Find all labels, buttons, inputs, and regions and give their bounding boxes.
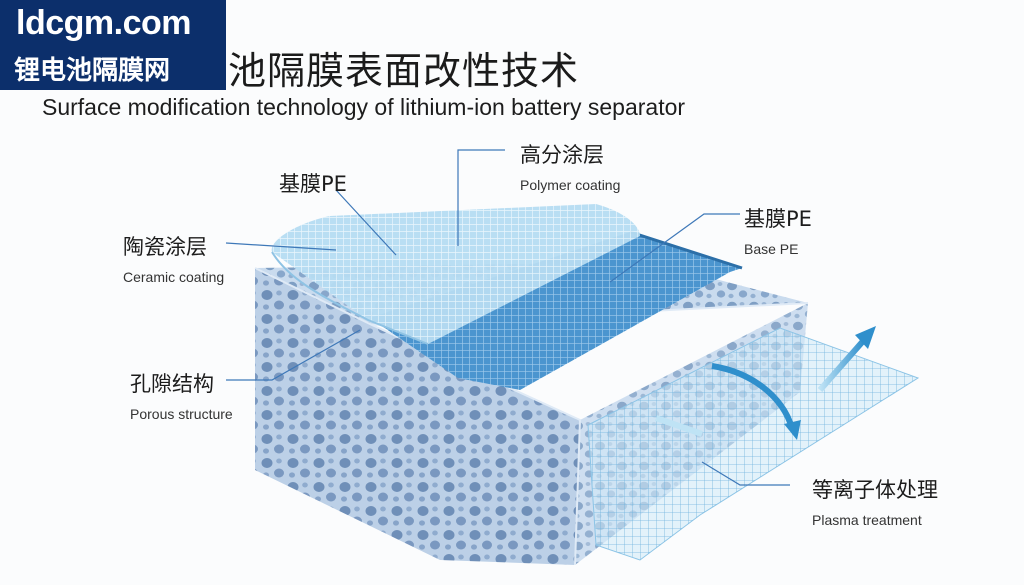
plasma-arrow-curve — [711, 363, 795, 429]
porous-block-side-left — [255, 268, 580, 565]
leader-base-pe-top — [335, 189, 397, 256]
leader-polymer — [457, 149, 505, 246]
label-polymer-cn: 高分涂层 — [520, 143, 604, 167]
label-base-pe-right-en: Base PE — [744, 241, 799, 257]
label-ceramic: 陶瓷涂层 Ceramic coating — [123, 231, 224, 285]
label-base-pe-top-cn: 基膜PE — [279, 172, 347, 196]
leader-ceramic — [225, 242, 337, 251]
leader-base-pe-right — [609, 213, 740, 283]
watermark-name: 锂电池隔膜网 — [14, 56, 171, 86]
label-ceramic-en: Ceramic coating — [123, 269, 225, 285]
leader-porous — [226, 329, 361, 381]
label-plasma-en: Plasma treatment — [812, 512, 922, 528]
plasma-arrow-up — [817, 338, 867, 392]
leader-plasma — [701, 461, 790, 486]
label-polymer: 高分涂层 Polymer coating — [520, 139, 620, 193]
label-base-pe-right: 基膜PE Base PE — [744, 203, 812, 257]
title-cn: 池隔膜表面改性技术 — [228, 49, 580, 93]
label-base-pe-right-cn: 基膜PE — [744, 207, 812, 231]
label-polymer-en: Polymer coating — [520, 177, 621, 193]
plasma-sheet — [587, 327, 920, 561]
base-pe-layer — [370, 232, 742, 390]
plasma-arrow-flow — [655, 415, 703, 437]
label-porous-en: Porous structure — [130, 406, 233, 422]
label-plasma: 等离子体处理 Plasma treatment — [812, 474, 938, 528]
label-ceramic-cn: 陶瓷涂层 — [123, 235, 207, 259]
label-porous: 孔隙结构 Porous structure — [130, 368, 233, 422]
polymer-coating-layer — [271, 204, 640, 344]
label-base-pe-top: 基膜PE — [279, 168, 347, 198]
site-watermark: ldcgm.com 锂电池隔膜网 — [0, 0, 226, 90]
title-en: Surface modification technology of lithi… — [42, 94, 686, 120]
watermark-site: ldcgm.com — [16, 4, 191, 42]
label-porous-cn: 孔隙结构 — [130, 372, 214, 396]
label-plasma-cn: 等离子体处理 — [812, 478, 938, 502]
